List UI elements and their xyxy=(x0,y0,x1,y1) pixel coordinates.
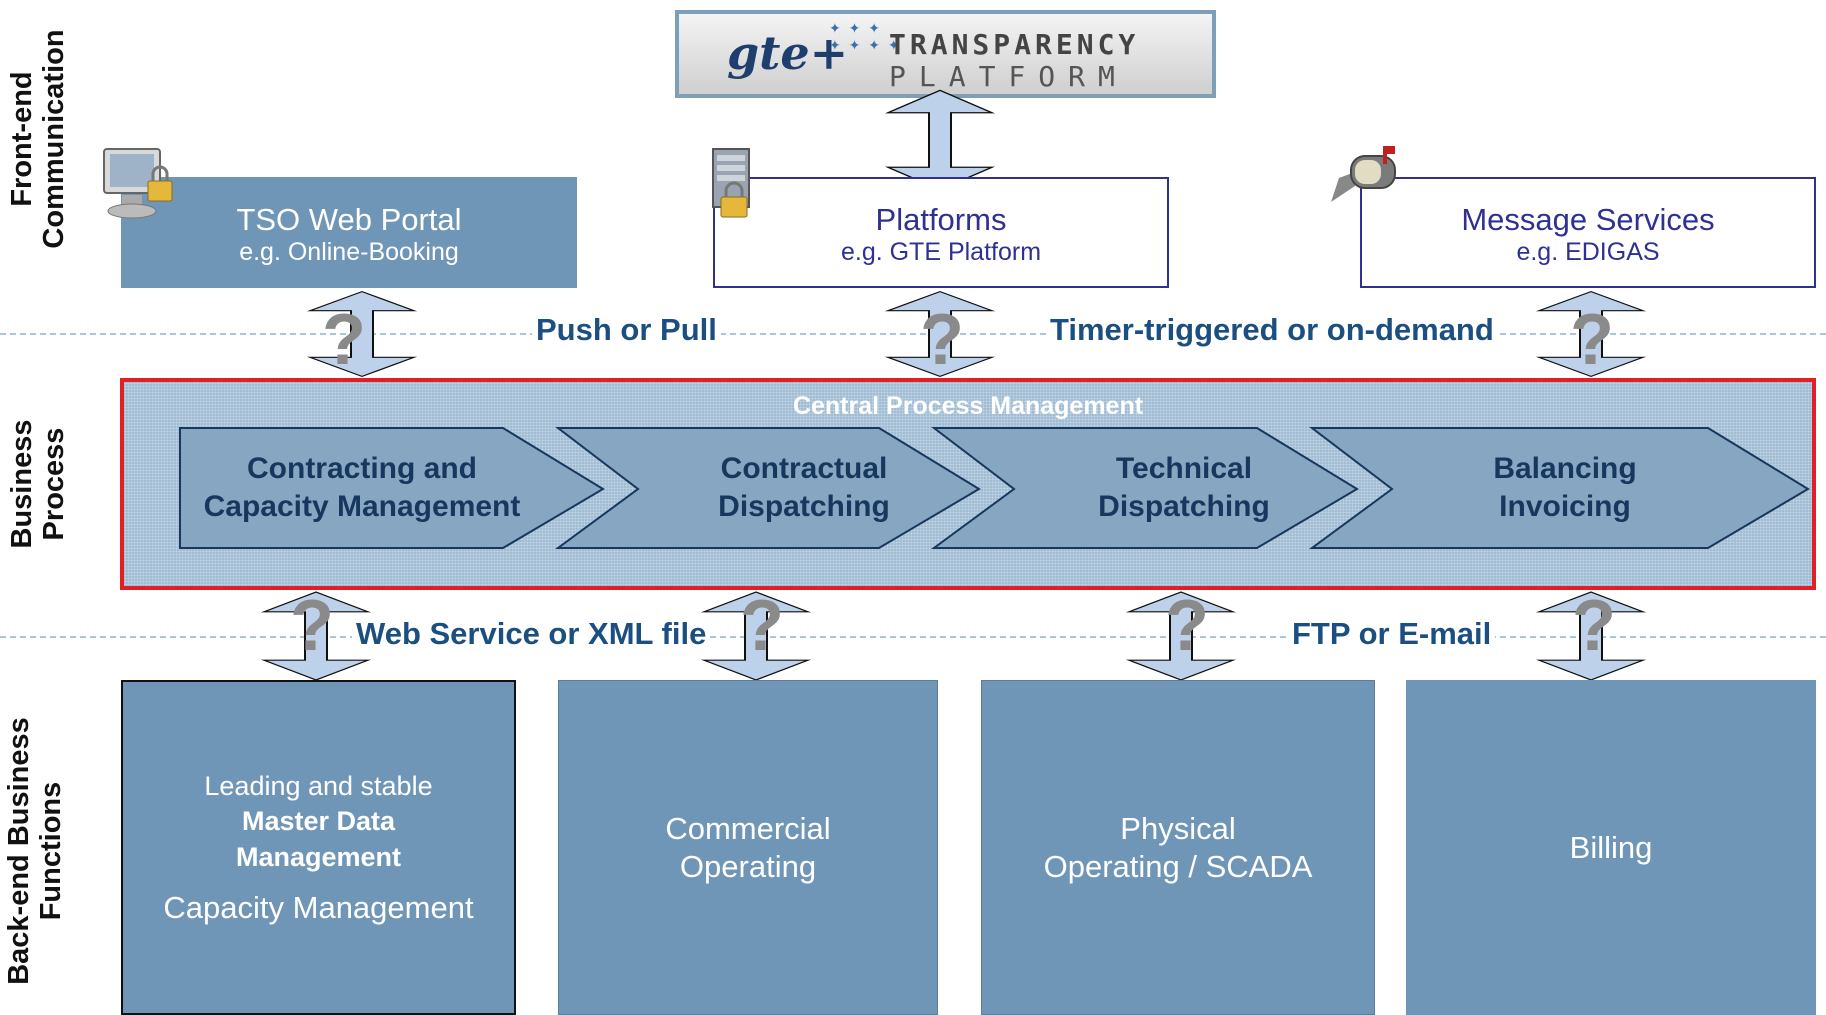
platforms-box: Platforms e.g. GTE Platform xyxy=(713,177,1169,288)
commercial-line2: Operating xyxy=(679,848,817,884)
protocol-ftp: FTP or E-mail xyxy=(1288,617,1496,651)
logo-line1: TRANSPARENCY xyxy=(889,28,1140,61)
physical-line1: Physical xyxy=(1120,810,1236,846)
message-services-box: Message Services e.g. EDIGAS xyxy=(1360,177,1816,288)
question-mark-5: ? xyxy=(740,586,784,666)
protocol-web-service: Web Service or XML file xyxy=(352,617,711,651)
master-data-line1: Leading and stable xyxy=(204,770,433,801)
commercial-line1: Commercial xyxy=(665,810,831,846)
question-mark-3: ? xyxy=(1570,300,1614,380)
separator-bottom xyxy=(0,636,1826,638)
chevron-contractual xyxy=(554,427,981,549)
question-mark-6: ? xyxy=(1165,586,1209,666)
gte-logo-text: gte+ xyxy=(727,26,849,80)
central-process-title: Central Process Management xyxy=(792,392,1144,420)
master-data-box: Leading and stable Master Data Managemen… xyxy=(121,680,516,1015)
question-mark-7: ? xyxy=(1572,586,1616,666)
tso-web-portal-title: TSO Web Portal xyxy=(236,202,462,237)
message-services-title: Message Services xyxy=(1461,202,1715,237)
capacity-management-text: Capacity Management xyxy=(163,889,474,925)
platforms-subtitle: e.g. GTE Platform xyxy=(840,238,1042,266)
arrow-logo-platforms xyxy=(887,89,993,191)
master-data-bold1: Master Data xyxy=(241,805,396,836)
chevron-contracting xyxy=(179,427,605,549)
message-services-subtitle: e.g. EDIGAS xyxy=(1516,238,1660,266)
logo-line2: PLATFORM xyxy=(889,60,1128,93)
stars-icon: ✦ ✦ ✦✦ ✦ ✦ ✦ xyxy=(829,20,902,53)
tso-web-portal-box: TSO Web Portal e.g. Online-Booking xyxy=(121,177,577,288)
physical-operating-box: Physical Operating / SCADA xyxy=(981,680,1375,1015)
physical-line2: Operating / SCADA xyxy=(1043,848,1313,884)
question-mark-1: ? xyxy=(322,300,366,380)
server-icon xyxy=(712,148,750,218)
protocol-timer: Timer-triggered or on-demand xyxy=(1046,313,1498,347)
mailbox-icon xyxy=(1331,146,1396,202)
commercial-operating-box: Commercial Operating xyxy=(558,680,938,1015)
platforms-title: Platforms xyxy=(875,202,1007,237)
tso-web-portal-subtitle: e.g. Online-Booking xyxy=(239,238,459,266)
chevron-balancing xyxy=(1308,427,1810,549)
master-data-bold2: Management xyxy=(235,841,402,872)
separator-top xyxy=(0,333,1826,335)
billing-label: Billing xyxy=(1569,829,1653,865)
question-mark-4: ? xyxy=(290,586,334,666)
protocol-push-pull: Push or Pull xyxy=(532,313,721,347)
billing-box: Billing xyxy=(1406,680,1816,1015)
central-process-management: Central Process Management Contracting a… xyxy=(120,378,1816,590)
question-mark-2: ? xyxy=(920,300,964,380)
secure-computer-icon xyxy=(103,148,173,219)
process-chevrons xyxy=(179,427,1810,549)
chevron-technical xyxy=(930,427,1359,549)
